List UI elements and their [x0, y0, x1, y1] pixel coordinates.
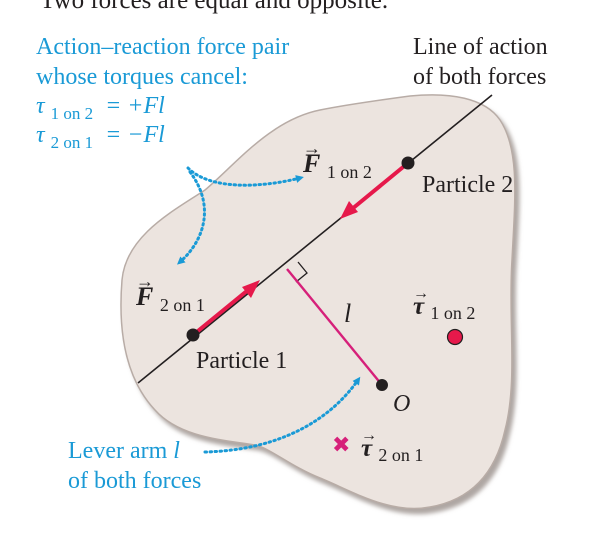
torque-2-on-1-vector-arrow: →: [361, 427, 377, 444]
callout-arrow-to-lever: [203, 376, 361, 454]
particle-2-label: Particle 2: [422, 172, 513, 198]
force-2-on-1-arrowhead: [242, 280, 260, 298]
pair-title-line-2: whose torques cancel:: [36, 64, 248, 90]
lever-arm-callout-line-2: of both forces: [68, 468, 201, 494]
lever-l-label: l: [344, 299, 351, 328]
tau-1-on-2-value: = +Fl: [105, 93, 165, 119]
particle-1-dot: [186, 328, 200, 342]
force-1-on-2-symbol: F: [302, 149, 320, 178]
particle-1-label: Particle 1: [196, 348, 287, 374]
torque-1-on-2-dot: [446, 328, 464, 346]
tau-2-on-1-value: = −Fl: [105, 122, 165, 148]
force-1-on-2-arrowhead: [340, 201, 358, 219]
lever-arm-prefix: Lever arm: [68, 438, 173, 464]
tau-1-on-2-symbol: τ: [36, 93, 46, 119]
lever-arm-line: [286, 268, 383, 386]
force-1-on-2-arrow: [350, 161, 410, 211]
particle-2-dot: [401, 156, 415, 170]
tau-1-on-2-equation: τ 1 on 2 = +Fl: [36, 93, 165, 125]
lever-arm-callout-line-1: Lever arm l: [68, 438, 180, 464]
callout-arrow-to-force12: [186, 166, 304, 187]
torque-1-on-2-vector-arrow: →: [413, 285, 429, 302]
tau-2-on-1-equation: τ 2 on 1 = −Fl: [36, 122, 165, 154]
torque-2-on-1-symbol: τ: [361, 435, 373, 462]
origin-dot: [376, 379, 388, 391]
torque-1-on-2-label: τ 1 on 2: [413, 293, 475, 323]
top-cut-text: Two forces are equal and opposite.: [40, 0, 388, 14]
force-2-on-1-vector-arrow: →: [136, 271, 154, 291]
callout-arrow-to-force21: [176, 170, 206, 265]
force-1-on-2-label: F 1 on 2: [302, 149, 372, 182]
force-2-on-1-arrow: [191, 288, 250, 337]
origin-label: O: [393, 391, 410, 417]
force-2-on-1-label: F 2 on 1: [135, 282, 205, 315]
force-1-on-2-vector-arrow: →: [303, 138, 321, 158]
pair-title-line-1: Action–reaction force pair: [36, 34, 289, 60]
force-1-on-2-sub: 1 on 2: [327, 162, 372, 182]
rigid-body: [120, 94, 516, 510]
torque-2-on-1-sub: 2 on 1: [378, 445, 423, 465]
right-angle-marker: [295, 261, 308, 283]
torque-2-on-1-label: τ 2 on 1: [361, 435, 423, 465]
line-of-action-label-2: of both forces: [413, 64, 546, 90]
force-2-on-1-sub: 2 on 1: [160, 295, 205, 315]
torque-2-on-1-cross: ✖: [332, 432, 350, 457]
tau-1-on-2-sub: 1 on 2: [51, 104, 94, 123]
line-of-action-label-1: Line of action: [413, 34, 548, 60]
force-2-on-1-symbol: F: [135, 282, 153, 311]
torque-1-on-2-symbol: τ: [413, 293, 425, 320]
lever-arm-var: l: [173, 438, 180, 464]
tau-2-on-1-symbol: τ: [36, 122, 46, 148]
tau-2-on-1-sub: 2 on 1: [51, 133, 94, 152]
torque-1-on-2-sub: 1 on 2: [430, 303, 475, 323]
